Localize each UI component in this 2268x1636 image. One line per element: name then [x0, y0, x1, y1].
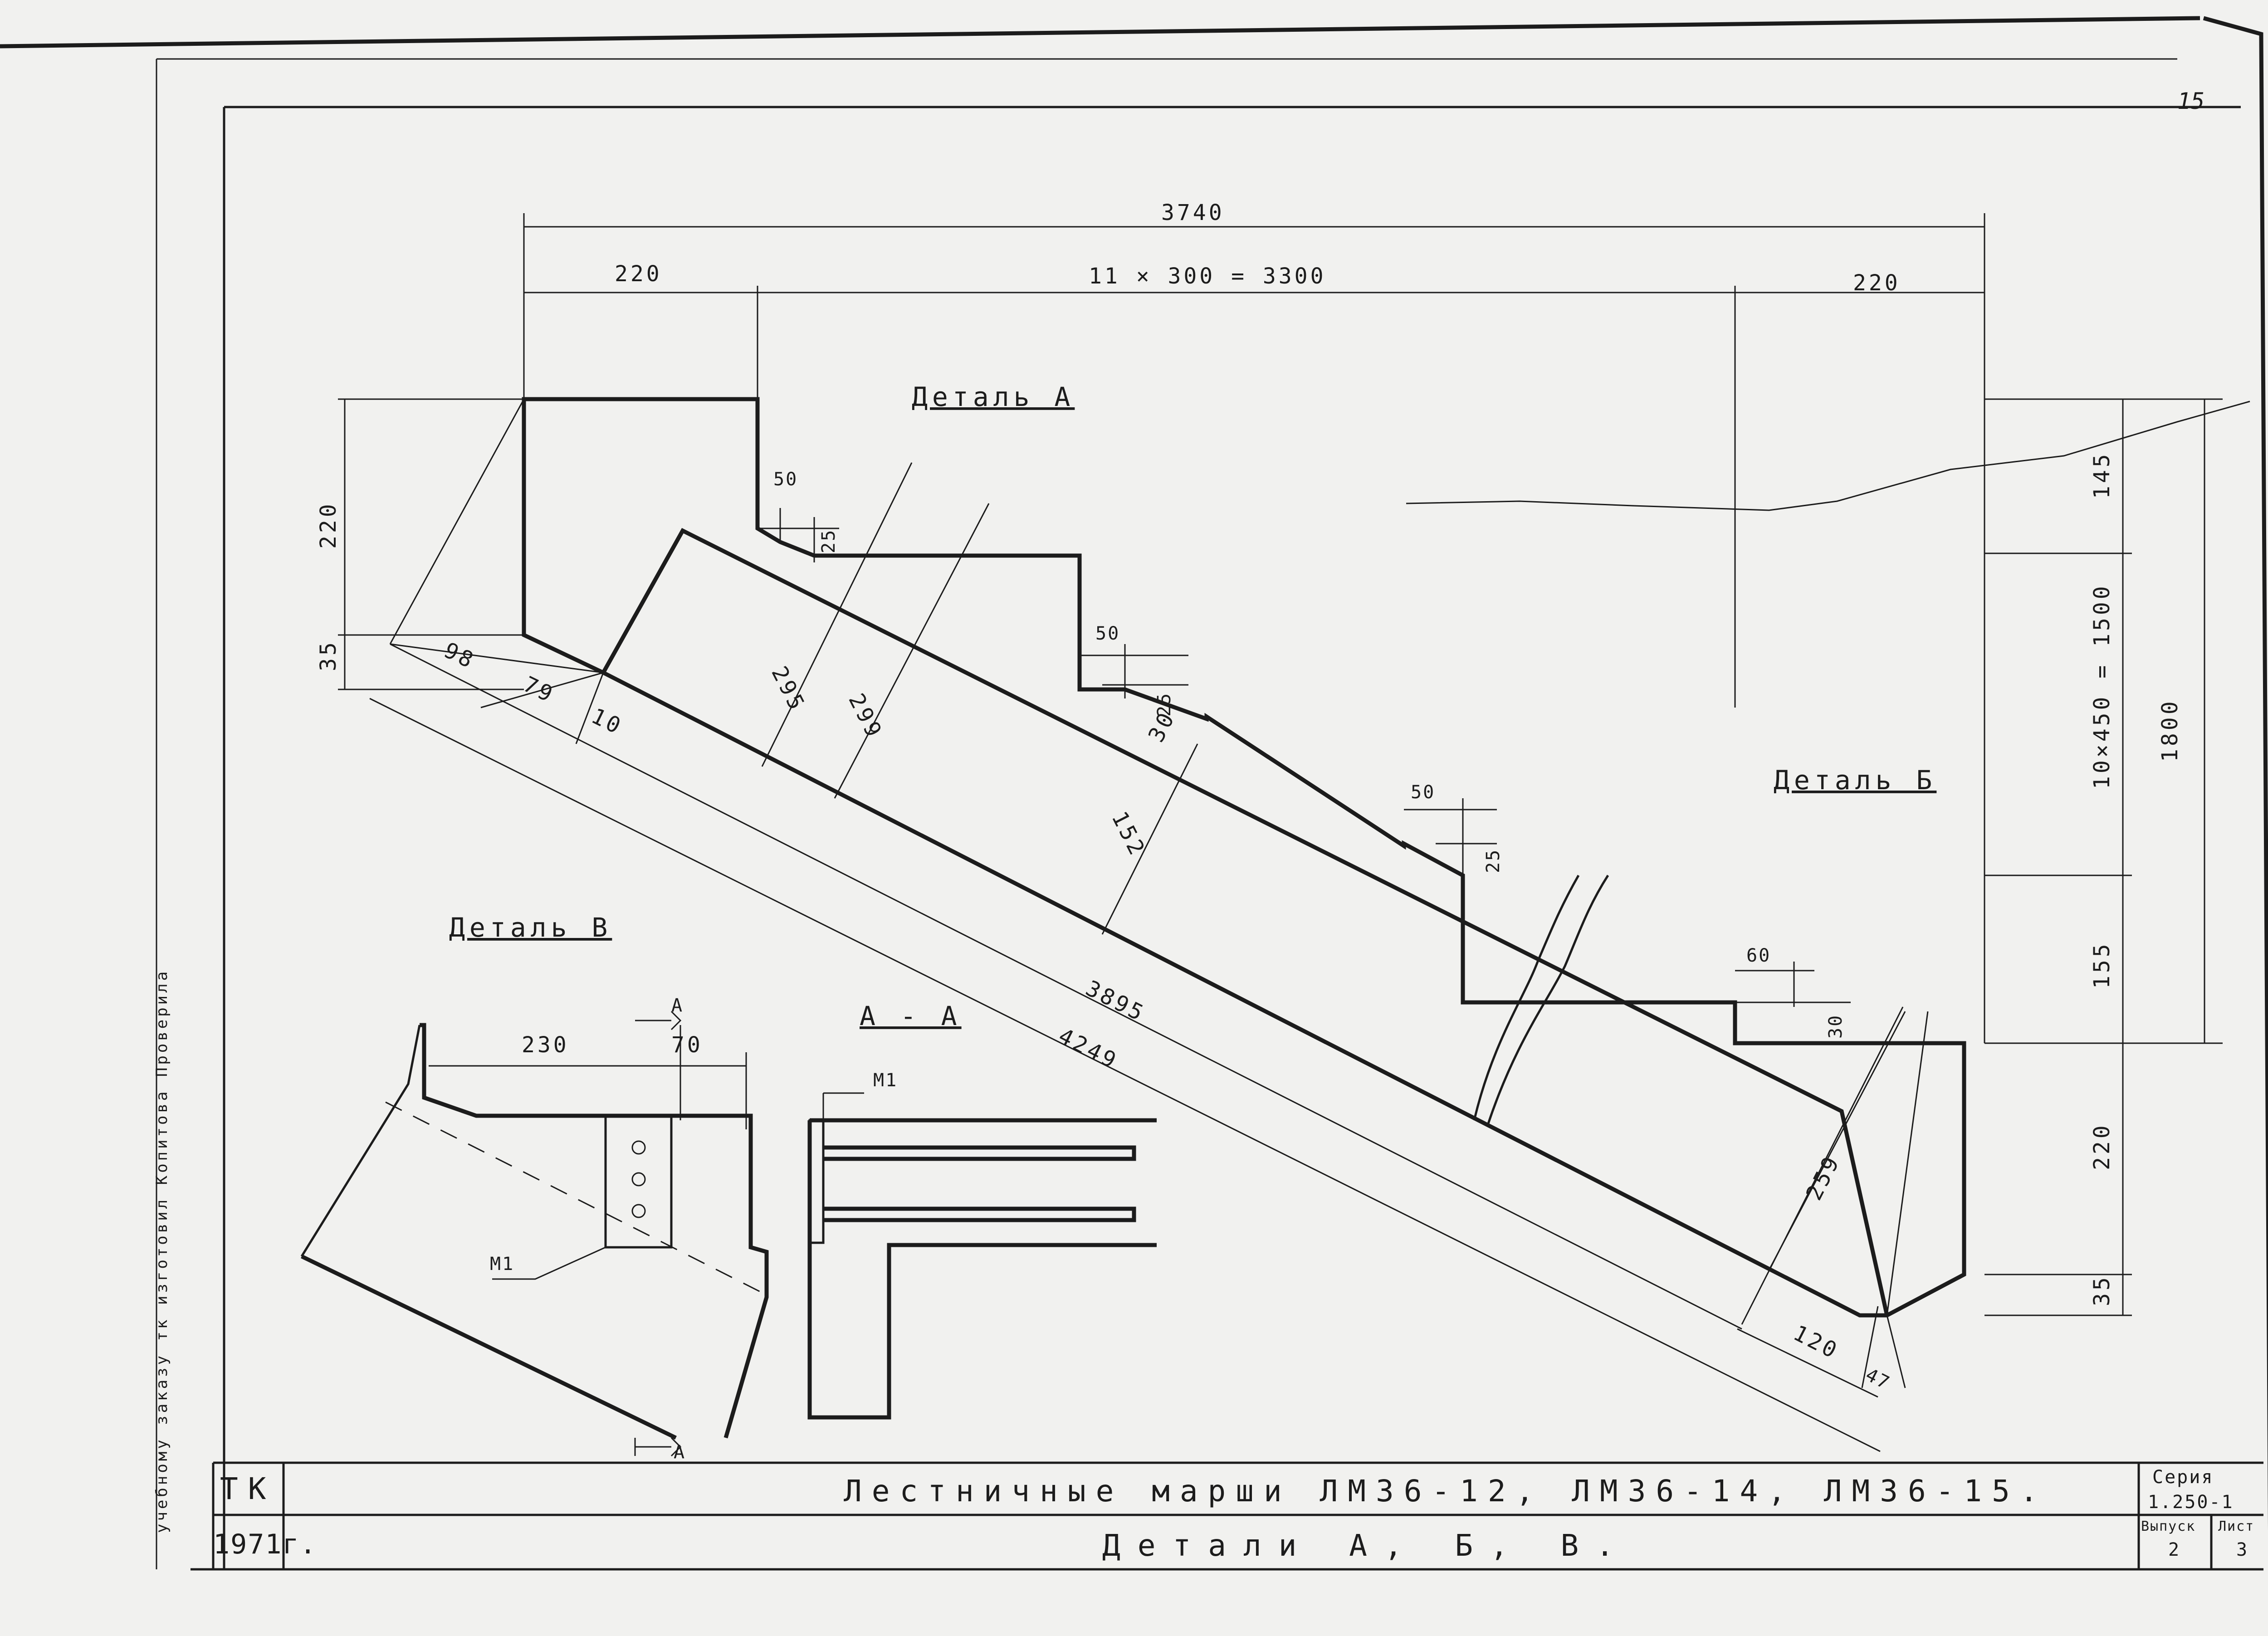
dim-detail-v-70: 70 — [671, 1032, 703, 1058]
sheet-number: 15 — [2177, 88, 2204, 114]
dim-right-155: 155 — [2089, 941, 2115, 989]
detail-labels: Деталь А Деталь Б Деталь В А - А А А М1 … — [449, 381, 1936, 1463]
label-section-mark-bottom: А — [674, 1442, 686, 1463]
dim-47: 47 — [1862, 1364, 1893, 1394]
label-detail-v: Деталь В — [449, 912, 612, 943]
dim-length-4249: 4249 — [1055, 1023, 1123, 1074]
title-block-code: ТК — [220, 1471, 276, 1506]
dim-295: 295 — [766, 662, 810, 716]
dim-152: 152 — [1106, 807, 1150, 861]
label-section-aa: А - А — [860, 1001, 962, 1031]
dim-left-margin: 220 — [615, 261, 662, 287]
label-detail-a: Деталь А — [912, 381, 1075, 412]
dim-step2-width: 50 — [1095, 623, 1120, 644]
break-lines — [1473, 874, 1609, 1125]
dim-step3-height: 25 — [1483, 849, 1504, 873]
label-detail-b: Деталь Б — [1774, 765, 1936, 796]
dim-steps-run: 11 × 300 = 3300 — [1089, 264, 1326, 289]
title-block-title: Лестничные марши ЛМ36-12, ЛМ36-14, ЛМ36-… — [844, 1474, 2048, 1509]
title-block-series-label: Серия — [2152, 1467, 2214, 1488]
title-block-frame — [212, 1461, 2263, 1571]
dim-259: 259 — [1801, 1151, 1845, 1205]
dim-right-margin: 220 — [1853, 270, 1901, 296]
dim-step3-width: 50 — [1411, 782, 1435, 803]
label-m1-detail: М1 — [490, 1254, 514, 1275]
dim-top-height: 30 — [1825, 1014, 1846, 1039]
title-block-issue-label: Выпуск — [2141, 1519, 2195, 1534]
title-block-series-value: 1.250-1 — [2148, 1492, 2234, 1513]
dimension-lines — [338, 213, 2223, 1452]
dim-length-3895: 3895 — [1082, 976, 1150, 1027]
dimension-texts: 15 3740 220 11 × 300 = 3300 220 220 35 9… — [316, 88, 2204, 1394]
dim-98: 98 — [440, 637, 479, 674]
title-block-sheet-label: Лист — [2218, 1519, 2254, 1534]
dim-right-145: 145 — [2089, 451, 2115, 499]
dim-detail-v-230: 230 — [522, 1032, 569, 1058]
dim-299: 299 — [843, 689, 887, 743]
label-m1-section: М1 — [873, 1070, 898, 1091]
paper-tear-line — [1406, 400, 2250, 511]
dim-79: 79 — [519, 671, 559, 708]
dim-right-rise: 10×450 = 1500 — [2089, 583, 2115, 789]
section-aa — [807, 1092, 1157, 1420]
dim-left-bottom: 35 — [316, 640, 341, 671]
title-block-sheet-value: 3 — [2236, 1539, 2248, 1560]
side-stamp: учебному заказу тк изготовил Копитовa Пр… — [153, 969, 171, 1533]
dim-10: 10 — [587, 703, 627, 740]
detail-v — [300, 1011, 769, 1457]
dim-total-width: 3740 — [1161, 200, 1225, 225]
title-block-issue-value: 2 — [2168, 1539, 2180, 1560]
title-block: ТК 1971г. Лестничные марши ЛМ36-12, ЛМ36… — [213, 1467, 2254, 1563]
dim-right-220: 220 — [2089, 1123, 2115, 1170]
dim-left-height: 220 — [316, 501, 341, 549]
dim-step1-width: 50 — [773, 469, 798, 490]
label-section-mark-top: А — [671, 995, 684, 1016]
dim-right-35: 35 — [2089, 1275, 2115, 1306]
dim-top-width: 60 — [1746, 945, 1771, 966]
title-block-subtitle: Детали А, Б, В. — [1102, 1528, 1631, 1563]
title-block-year: 1971г. — [213, 1529, 317, 1560]
stair-flight — [522, 397, 1966, 1318]
dim-step2-height: 25 — [1154, 692, 1175, 717]
dim-step1-height: 25 — [818, 529, 839, 553]
dim-right-total: 1800 — [2157, 698, 2183, 762]
